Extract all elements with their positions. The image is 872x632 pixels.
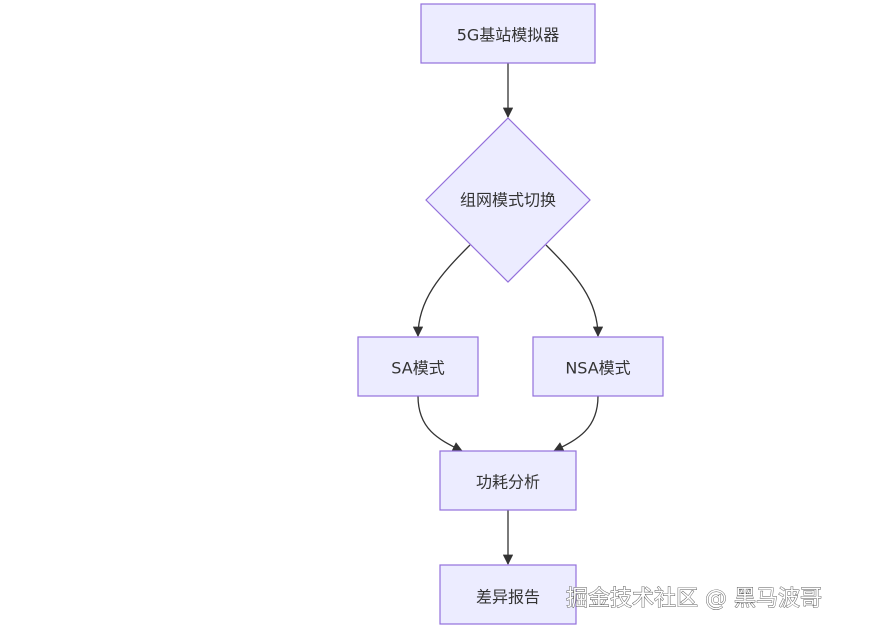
node-sa-mode: SA模式 (357, 336, 479, 397)
node-5g-simulator: 5G基站模拟器 (420, 3, 596, 64)
edge-nsa-mode-to-power-analysis (553, 395, 599, 452)
edge-mode-switch-to-sa-mode (412, 244, 471, 338)
node-power-analysis-label: 功耗分析 (476, 473, 540, 492)
node-diff-report-label: 差异报告 (476, 588, 540, 607)
node-power-analysis: 功耗分析 (439, 450, 577, 511)
node-5g-simulator-label: 5G基站模拟器 (457, 26, 560, 45)
edge-mode-switch-to-nsa-mode (545, 244, 604, 338)
node-nsa-mode-label: NSA模式 (565, 359, 630, 378)
edge-sa-mode-to-power-analysis (417, 395, 463, 452)
node-mode-switch-label: 组网模式切换 (460, 191, 556, 210)
node-mode-switch-decision: 组网模式切换 (425, 117, 591, 283)
node-sa-mode-label: SA模式 (391, 359, 444, 378)
watermark-text: 掘金技术社区 @ 黑马波哥 (566, 587, 822, 612)
node-diff-report: 差异报告 (439, 564, 577, 625)
node-nsa-mode: NSA模式 (532, 336, 664, 397)
